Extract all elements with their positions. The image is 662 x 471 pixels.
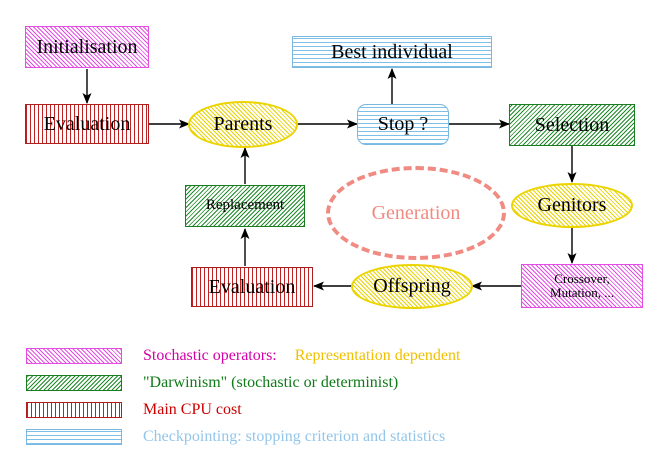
node-offspring-label: Offspring [373, 275, 451, 297]
node-generation-label: Generation [371, 201, 461, 224]
node-evaluation-bottom-label: Evaluation [208, 275, 296, 298]
node-replacement-label: Replacement [205, 197, 285, 214]
node-parents[interactable]: Parents [188, 101, 298, 148]
node-replacement[interactable]: Replacement [185, 185, 305, 227]
node-stop-label: Stop ? [377, 113, 429, 135]
node-evaluation-bottom[interactable]: Evaluation [191, 267, 313, 307]
node-parents-label: Parents [213, 113, 273, 135]
legend-swatch-red-hatch [26, 402, 122, 418]
legend-row-main-cpu-cost: Main CPU cost [26, 397, 636, 423]
legend-swatch-green-hatch [26, 375, 122, 391]
node-selection-label: Selection [534, 113, 610, 136]
legend-text-stochastic-operators: Stochastic operators: Representation depe… [143, 347, 460, 365]
legend: Stochastic operators: Representation depe… [26, 343, 636, 451]
node-generation[interactable]: Generation [326, 166, 506, 260]
node-genitors[interactable]: Genitors [511, 183, 633, 228]
node-best-individual[interactable]: Best individual [292, 36, 492, 68]
node-evaluation-top[interactable]: Evaluation [25, 104, 149, 144]
node-crossover-mutation[interactable]: Crossover, Mutation, ... [521, 264, 643, 308]
legend-row-checkpointing: Checkpointing: stopping criterion and st… [26, 424, 636, 450]
legend-label-main-cpu-cost: Main CPU cost [143, 401, 242, 418]
legend-label-darwinism: "Darwinism" (stochastic or determinist) [143, 374, 399, 391]
node-stop[interactable]: Stop ? [357, 104, 449, 145]
node-selection[interactable]: Selection [509, 104, 635, 146]
node-crossover-mutation-label: Crossover, Mutation, ... [550, 271, 614, 300]
legend-label-representation-dependent: Representation dependent [294, 347, 461, 364]
legend-swatch-magenta-hatch [26, 348, 122, 364]
node-initialisation-label: Initialisation [36, 35, 138, 58]
legend-row-darwinism: "Darwinism" (stochastic or determinist) [26, 370, 636, 396]
legend-swatch-blue-hatch [26, 429, 122, 445]
legend-label-stochastic-operators: Stochastic operators: [143, 347, 277, 364]
node-offspring[interactable]: Offspring [351, 264, 473, 309]
node-evaluation-top-label: Evaluation [43, 112, 131, 135]
legend-row-stochastic-operators: Stochastic operators: Representation depe… [26, 343, 636, 369]
node-genitors-label: Genitors [537, 194, 607, 216]
node-initialisation[interactable]: Initialisation [25, 26, 149, 68]
legend-label-checkpointing: Checkpointing: stopping criterion and st… [143, 428, 446, 445]
node-best-individual-label: Best individual [331, 40, 453, 63]
